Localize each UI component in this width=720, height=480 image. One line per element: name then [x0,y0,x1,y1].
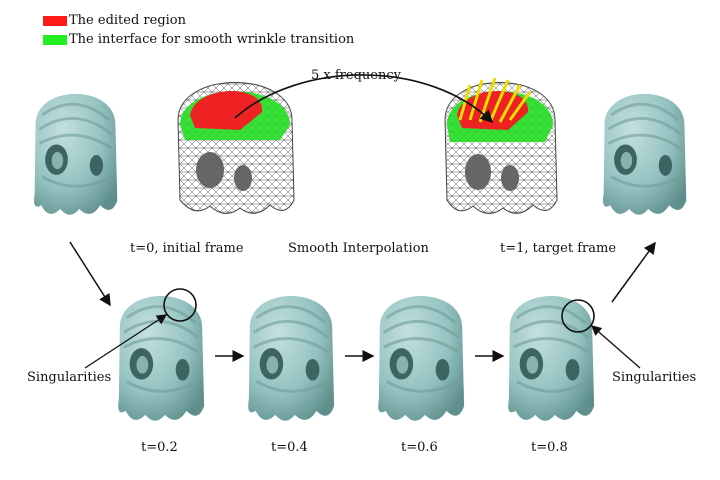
initial-frame-mesh [32,92,119,217]
target-frame-mesh [601,92,688,217]
target-wireframe-mesh [444,77,558,214]
frame-mesh-0.2 [116,294,206,423]
singularity-pointer-left [84,314,168,369]
frame-mesh-0.4 [246,294,336,423]
frame-label: t=0.2 [141,440,178,455]
initial-frame-label: t=0, initial frame [130,241,244,256]
frame-label: t=0.4 [271,440,308,455]
red-swatch [43,15,67,26]
legend-item-edited-region: The edited region [43,13,186,28]
initial-wireframe-mesh [177,82,295,214]
legend-label: The edited region [69,13,186,28]
frame-mesh-0.8 [506,294,596,423]
arrow-to-target [611,241,656,303]
frequency-arrow [234,74,494,124]
frame-label: t=0.8 [531,440,568,455]
singularity-pointer-right [591,325,641,369]
singularities-label-right: Singularities [612,370,697,385]
arrow-to-t02 [69,241,111,307]
legend-label: The interface for smooth wrinkle transit… [69,32,355,47]
frame-mesh-0.6 [376,294,466,423]
frequency-label: 5 x frequency [311,68,401,83]
legend-item-interface: The interface for smooth wrinkle transit… [43,32,354,47]
singularity-circle-left [163,288,197,322]
target-frame-label: t=1, target frame [500,241,617,256]
frame-label: t=0.6 [401,440,438,455]
singularities-label-left: Singularities [27,370,112,385]
singularity-circle-right [561,299,595,333]
interpolation-label: Smooth Interpolation [288,241,429,256]
green-swatch [43,34,67,45]
